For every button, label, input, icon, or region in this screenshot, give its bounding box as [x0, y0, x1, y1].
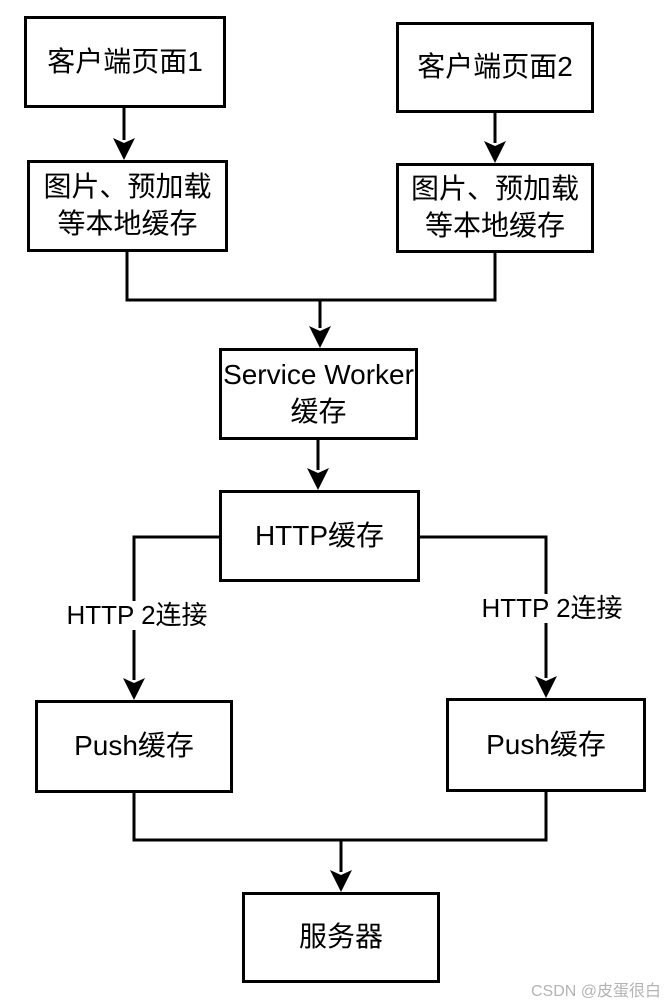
node-label-line2: 缓存 — [290, 396, 347, 427]
node-service-worker-cache: Service Worker 缓存 — [219, 348, 418, 440]
node-push-cache-right: Push缓存 — [446, 698, 646, 792]
node-client-page-1: 客户端页面1 — [24, 16, 226, 108]
edge-label-http2-right: HTTP 2连接 — [478, 594, 626, 623]
node-label: Push缓存 — [486, 728, 606, 760]
arrowhead-client2-local2 — [484, 141, 506, 163]
arrowhead-httpcache-push1 — [123, 678, 145, 700]
arrowhead-httpcache-push2 — [535, 676, 557, 698]
edge-label-http2-left: HTTP 2连接 — [63, 601, 211, 630]
connector-httpcache-push1 — [132, 535, 219, 680]
node-label-line1: 图片、预加载 — [410, 173, 579, 205]
arrowhead-merge-serviceworker — [309, 326, 331, 348]
node-label: 客户端页面2 — [417, 51, 573, 83]
connector-pushcaches-merge — [132, 792, 548, 842]
node-server: 服务器 — [242, 892, 440, 983]
node-label-line1: Service Worker — [223, 359, 414, 391]
connector-localcaches-merge — [125, 252, 497, 302]
node-label: HTTP缓存 — [254, 519, 385, 551]
arrowhead-serviceworker-httpcache — [307, 468, 329, 490]
node-label: Push缓存 — [74, 730, 194, 762]
node-label-line1: 图片、预加载 — [43, 171, 212, 203]
csdn-watermark: CSDN @皮蛋很白 — [530, 983, 661, 1000]
node-label-line2: 等本地缓存 — [57, 208, 198, 239]
node-label-line2: 等本地缓存 — [424, 210, 565, 241]
arrowhead-client1-local1 — [113, 138, 135, 160]
node-local-cache-2: 图片、预加载 等本地缓存 — [396, 163, 594, 253]
node-label: 客户端页面1 — [47, 45, 203, 77]
node-push-cache-left: Push缓存 — [35, 700, 233, 793]
node-http-cache: HTTP缓存 — [219, 490, 420, 582]
node-client-page-2: 客户端页面2 — [396, 22, 594, 113]
arrowhead-merge-server — [330, 870, 352, 892]
node-label: 服务器 — [298, 921, 383, 953]
connector-httpcache-push2 — [419, 535, 548, 678]
node-local-cache-1: 图片、预加载 等本地缓存 — [27, 160, 228, 252]
